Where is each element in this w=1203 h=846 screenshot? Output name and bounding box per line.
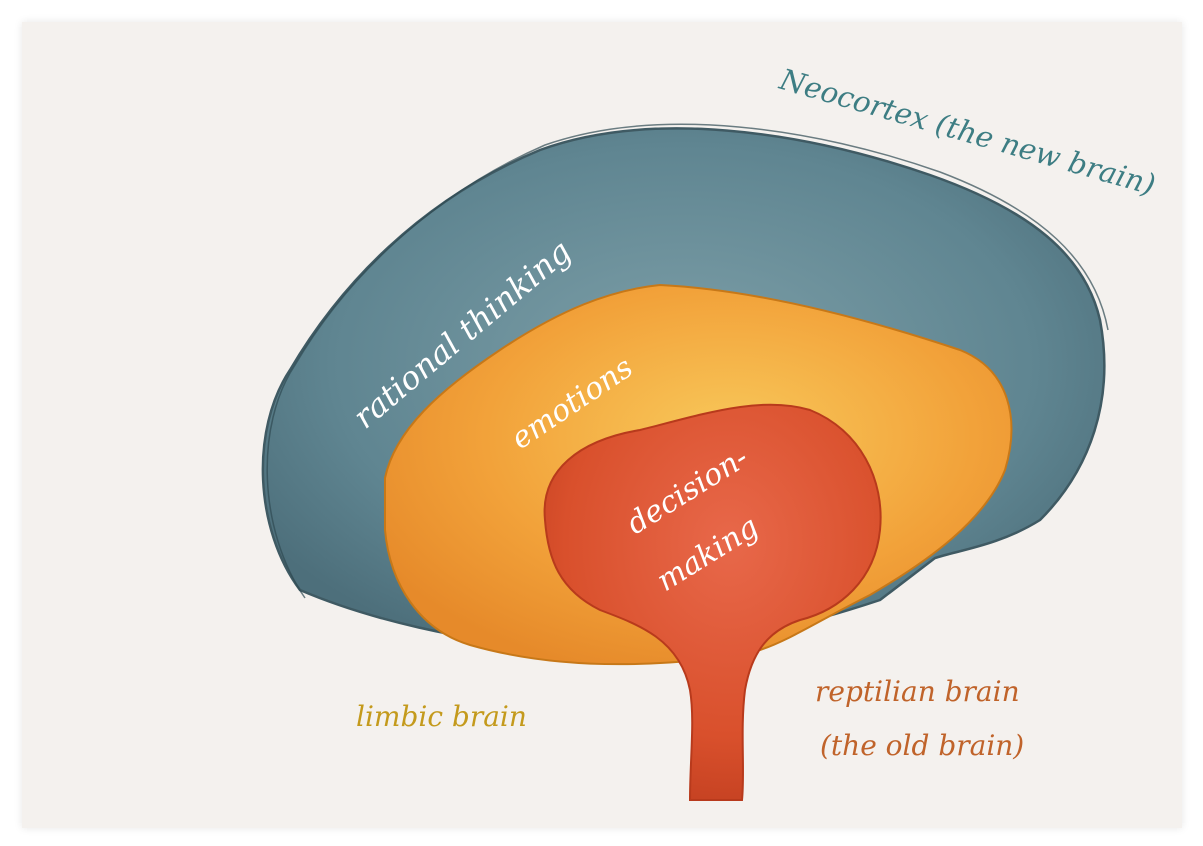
limbic-brain-label: limbic brain bbox=[356, 700, 527, 733]
reptilian-brain-label-line1: reptilian brain bbox=[815, 675, 1020, 708]
reptilian-brain-label-line2: (the old brain) bbox=[820, 729, 1024, 762]
